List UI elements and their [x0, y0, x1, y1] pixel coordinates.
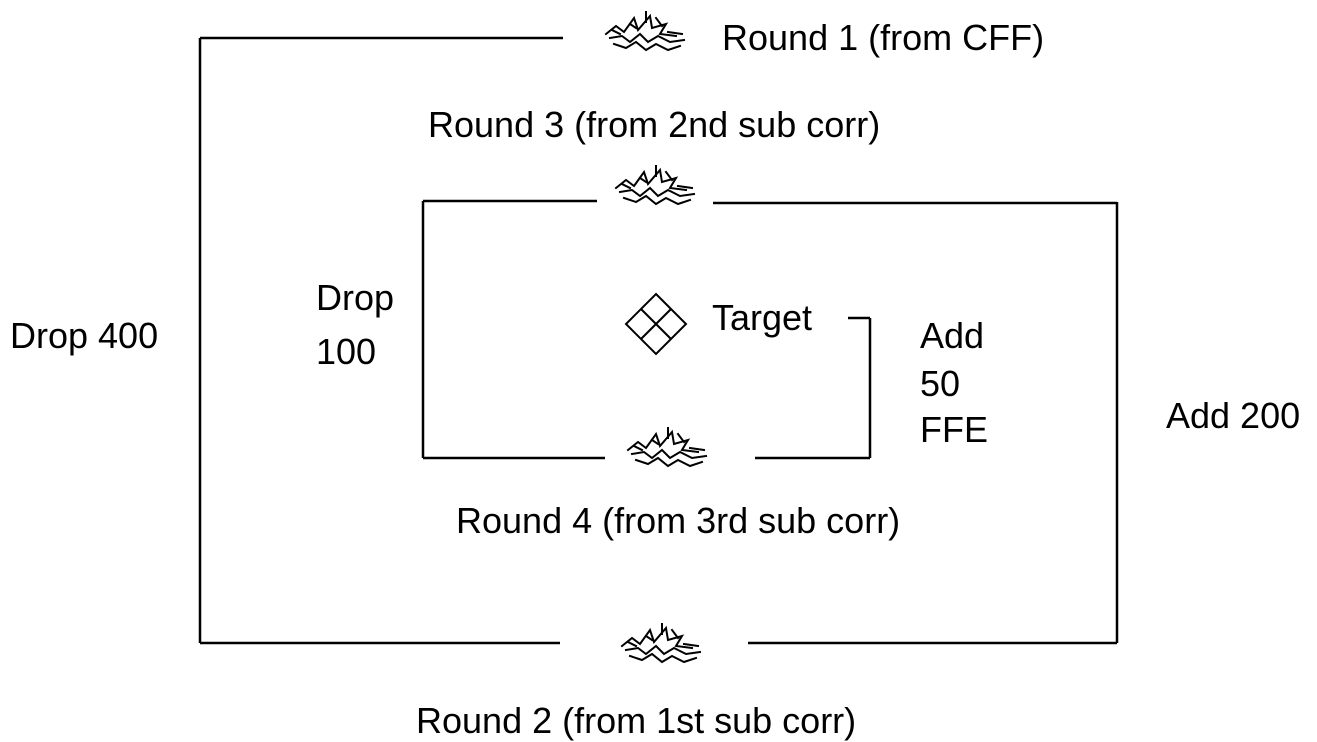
add50-label-line2: 50: [920, 363, 960, 404]
drop400-label: Drop 400: [10, 315, 158, 356]
outer-bracket: [198, 36, 1119, 645]
drop100-label-line1: Drop: [316, 277, 394, 318]
inner-bracket: [421, 199, 1117, 460]
target-diamond-icon: [624, 292, 688, 356]
add200-label: Add 200: [1166, 395, 1300, 436]
burst-round2-icon: [621, 623, 701, 663]
add50-label-line3: FFE: [920, 409, 988, 450]
drop100-label-line2: 100: [316, 331, 376, 372]
burst-round4-icon: [627, 427, 707, 467]
round3-label: Round 3 (from 2nd sub corr): [428, 104, 880, 145]
round1-label: Round 1 (from CFF): [722, 17, 1044, 58]
burst-round1-icon: [605, 11, 685, 51]
add50-label-line1: Add: [920, 315, 984, 356]
target-label: Target: [712, 297, 812, 338]
burst-round3-icon: [615, 165, 695, 205]
round2-label: Round 2 (from 1st sub corr): [416, 700, 856, 741]
round4-label: Round 4 (from 3rd sub corr): [456, 500, 900, 541]
